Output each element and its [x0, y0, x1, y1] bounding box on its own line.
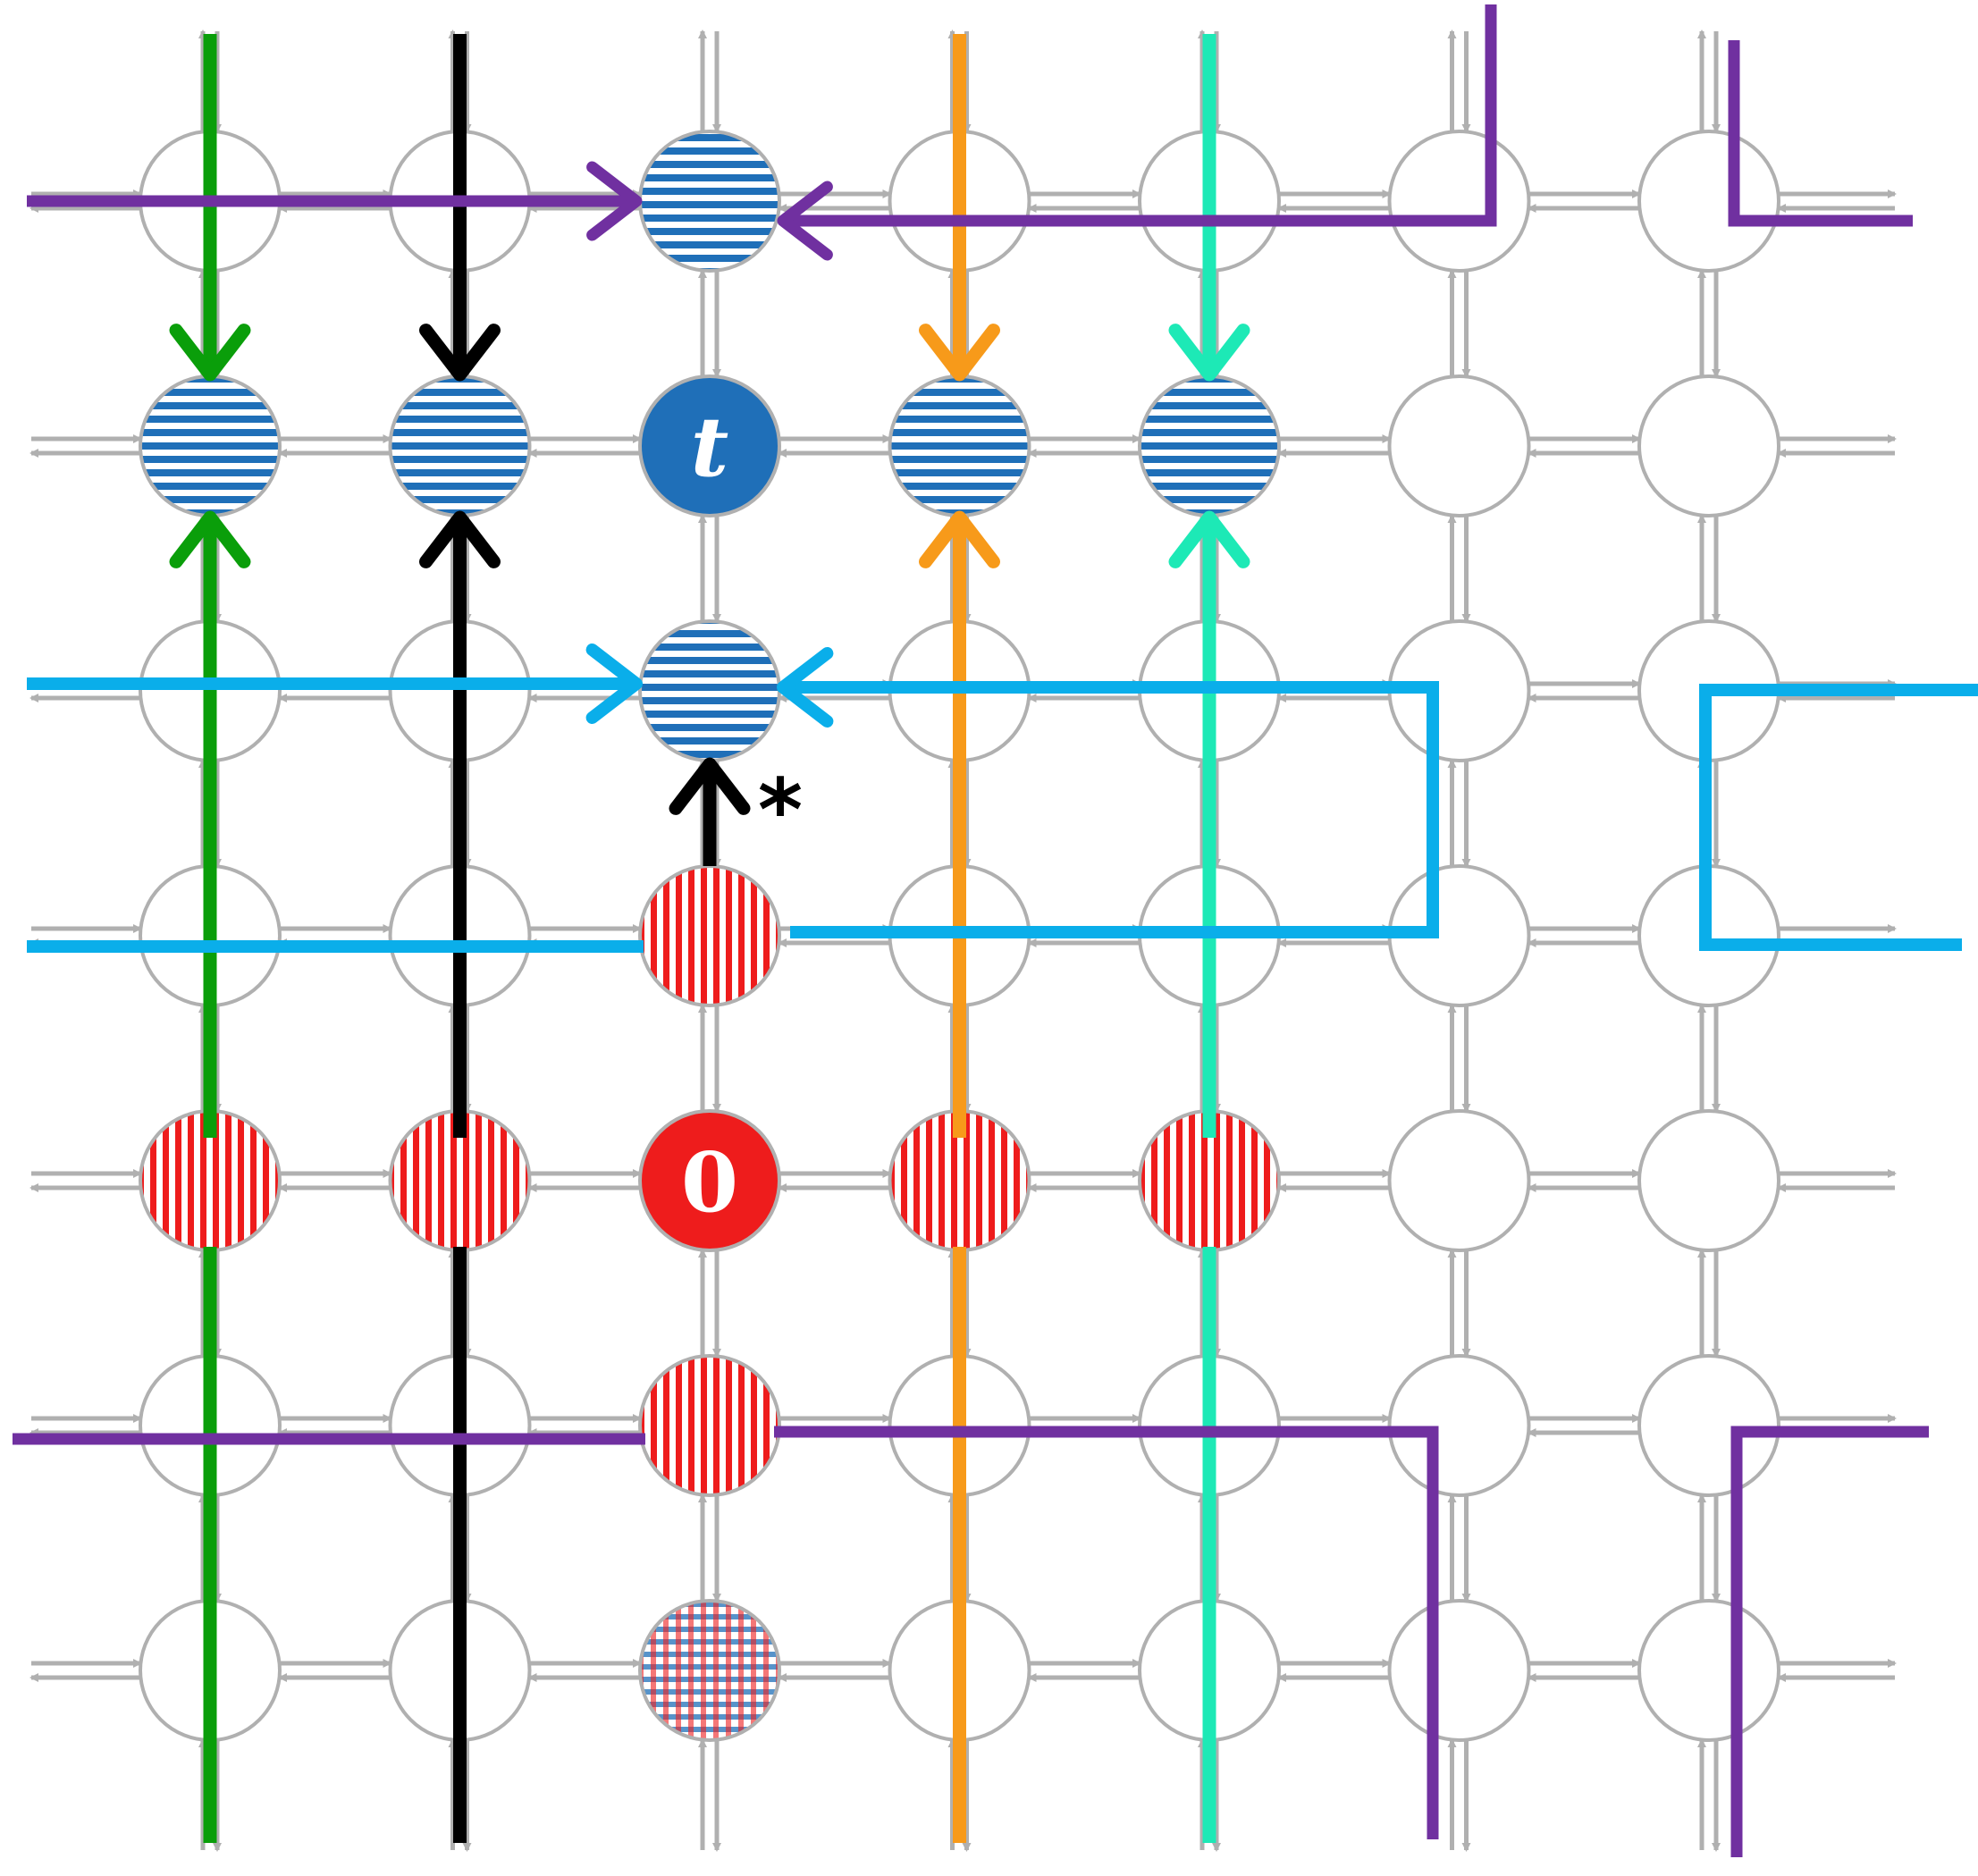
- node-blue-stripes-r1c3: [888, 374, 1031, 517]
- green-path-up-arrowhead: [169, 510, 251, 568]
- node-blue-stripes-r1c0: [139, 374, 282, 517]
- node-empty-r4c6: [1637, 1109, 1780, 1252]
- green-path-down-arrowhead: [169, 324, 251, 382]
- node-blue-stripes-r1c1: [388, 374, 532, 517]
- teal-path-down-arrowhead: [1168, 324, 1250, 382]
- node-empty-r0c5: [1387, 130, 1531, 273]
- lightblue-left-arrowhead: [777, 647, 834, 728]
- node-red-stripes-r3c2: [638, 864, 781, 1007]
- purple-top-right-arrowhead: [586, 161, 643, 241]
- purple-top-corner-segment: [1728, 40, 1913, 227]
- node-red-solid-r4c2: [638, 1109, 781, 1252]
- node-blue-stripes-r1c4: [1138, 374, 1281, 517]
- node-labels: t 0 *: [681, 399, 803, 1231]
- node-empty-r5c6: [1637, 1354, 1780, 1497]
- black-path-up-arrowhead: [419, 510, 501, 568]
- node-empty-r4c5: [1387, 1109, 1531, 1252]
- orange-path-down-arrowhead: [919, 324, 1000, 382]
- target-node-label: t: [691, 399, 729, 495]
- node-blue-stripes-r2c2: [638, 619, 781, 762]
- source-node-label: 0: [681, 1134, 738, 1231]
- asterisk-arrow-head: [669, 757, 751, 815]
- asterisk-label: *: [758, 761, 803, 861]
- lightblue-right-arrowhead: [585, 644, 643, 724]
- node-empty-r5c5: [1387, 1354, 1531, 1497]
- lightblue-loop-segment: [785, 681, 1439, 938]
- node-empty-r1c6: [1637, 374, 1780, 517]
- lightblue-right-bracket-segment: [1699, 684, 1978, 951]
- purple-top-left-arrowhead: [777, 181, 833, 261]
- node-empty-r6c5: [1387, 1599, 1531, 1742]
- teal-path-up-arrowhead: [1168, 510, 1250, 568]
- lattice-edges: [29, 29, 1897, 1852]
- node-blue-stripes-r0c2: [638, 130, 781, 273]
- node-checker-r6c2: [638, 1599, 781, 1742]
- node-empty-r0c6: [1637, 130, 1780, 273]
- purple-bottom-corner-segment: [1730, 1426, 1929, 1857]
- node-red-stripes-r5c2: [638, 1354, 781, 1497]
- black-path-down-arrowhead: [419, 324, 501, 382]
- purple-top-right-segment: [785, 4, 1497, 227]
- node-empty-r6c6: [1637, 1599, 1780, 1742]
- node-blue-solid-r1c2: [638, 374, 781, 517]
- color-paths: [13, 4, 1978, 1857]
- orange-path-up-arrowhead: [919, 510, 1000, 568]
- purple-bottom-right-segment: [774, 1426, 1439, 1839]
- node-empty-r1c5: [1387, 374, 1531, 517]
